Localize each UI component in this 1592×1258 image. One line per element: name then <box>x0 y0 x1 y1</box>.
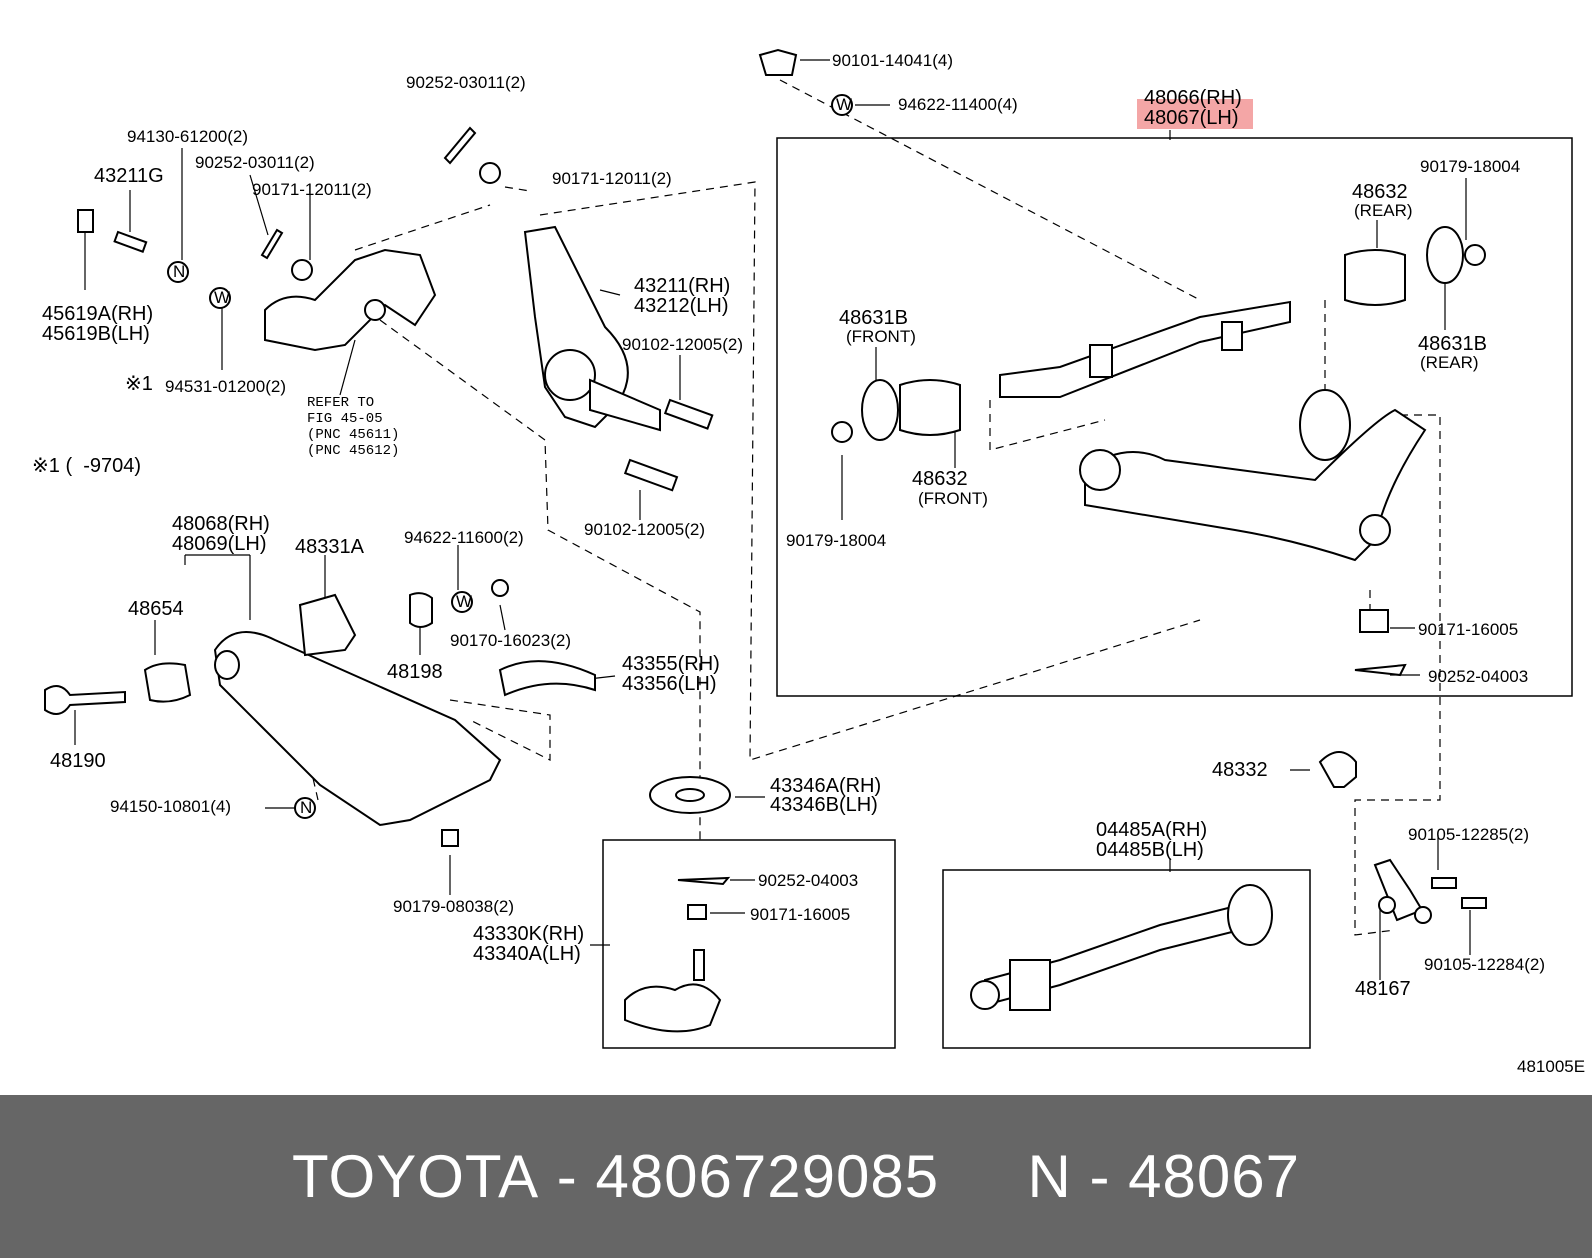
footer-dash: - <box>556 1143 578 1210</box>
refer-note-2: FIG 45-05 <box>307 411 383 427</box>
label-90179-bottom: 90179-18004 <box>786 531 886 550</box>
label-48631b-front: 48631B <box>839 307 908 329</box>
label-43340a: 43340A(LH) <box>473 943 581 965</box>
label-48068: 48068(RH) <box>172 513 270 535</box>
label-90171-12011-top: 90171-12011(2) <box>552 169 672 188</box>
label-48167: 48167 <box>1355 978 1411 1000</box>
label-48190: 48190 <box>50 750 106 772</box>
label-90179-top: 90179-18004 <box>1420 157 1520 176</box>
label-48198: 48198 <box>387 661 443 683</box>
label-90102-a: 90102-12005(2) <box>622 335 743 354</box>
label-94531: 94531-01200(2) <box>165 377 286 396</box>
label-90105-285: 90105-12285(2) <box>1408 825 1529 844</box>
label-94622-114: 94622-11400(4) <box>898 95 1018 114</box>
refer-note-4: (PNC 45612) <box>307 443 399 459</box>
label-94130: 94130-61200(2) <box>127 127 248 146</box>
label-90252-04003-box: 90252-04003 <box>1428 667 1528 686</box>
label-94150: 94150-10801(4) <box>110 797 231 816</box>
footer-part-number: 4806729085 <box>595 1143 940 1210</box>
nut-mark-n-2: N <box>300 798 312 817</box>
label-43212: 43212(LH) <box>634 295 729 317</box>
label-48631b-rear: 48631B <box>1418 333 1487 355</box>
label-90102-b: 90102-12005(2) <box>584 520 705 539</box>
label-04485b: 04485B(LH) <box>1096 839 1204 861</box>
diagram-code: 481005E <box>1517 1057 1585 1076</box>
footer-brand: TOYOTA <box>291 1143 540 1210</box>
label-90252-03011: 90252-03011(2) <box>195 153 315 172</box>
label-48632-rear: 48632 <box>1352 181 1408 203</box>
footer-dash-2: - <box>1089 1143 1111 1210</box>
label-48066: 48066(RH) <box>1144 87 1242 109</box>
label-04485a: 04485A(RH) <box>1096 819 1207 841</box>
nut-mark-n-1: N <box>173 262 185 281</box>
footer-ref: 48067 <box>1128 1143 1301 1210</box>
washer-mark-w-2: W <box>456 592 472 611</box>
label-90171-16005-b: 90171-16005 <box>750 905 850 924</box>
label-90171-12011: 90171-12011(2) <box>252 180 372 199</box>
label-48631b-front-sub: (FRONT) <box>846 327 916 346</box>
label-43346a: 43346A(RH) <box>770 775 881 797</box>
refer-note-3: (PNC 45611) <box>307 427 399 443</box>
label-43356: 43356(LH) <box>622 673 717 695</box>
parts-diagram: 90252-03011(2) 94130-61200(2) 90252-0301… <box>32 48 1585 1076</box>
label-90179-080: 90179-08038(2) <box>393 897 514 916</box>
label-48654: 48654 <box>128 598 184 620</box>
label-90170: 90170-16023(2) <box>450 631 571 650</box>
label-94531-mark: ※1 <box>125 373 153 395</box>
label-48067: 48067(LH) <box>1144 107 1239 129</box>
label-90101: 90101-14041(4) <box>832 51 953 70</box>
label-48632-front: 48632 <box>912 468 968 490</box>
washer-mark-w-1: W <box>214 288 230 307</box>
ball-joint-frame <box>602 839 896 1049</box>
footnote: ※1 ( -9704) <box>32 455 141 477</box>
label-90105-284: 90105-12284(2) <box>1424 955 1545 974</box>
highlighted-part-box <box>1137 99 1253 129</box>
label-43330k: 43330K(RH) <box>473 923 584 945</box>
label-90252-04003-b: 90252-04003 <box>758 871 858 890</box>
refer-note-1: REFER TO <box>307 395 374 411</box>
label-43211g: 43211G <box>94 165 164 187</box>
label-45619b: 45619B(LH) <box>42 323 150 345</box>
washer-mark-w-top: W <box>836 95 852 114</box>
label-48632-front-sub: (FRONT) <box>918 489 988 508</box>
label-48069: 48069(LH) <box>172 533 267 555</box>
label-48631b-rear-sub: (REAR) <box>1420 353 1479 372</box>
label-90252-03011-top: 90252-03011(2) <box>406 73 526 92</box>
label-48632-rear-sub: (REAR) <box>1354 201 1413 220</box>
label-43346b: 43346B(LH) <box>770 794 878 816</box>
label-90171-16005-box: 90171-16005 <box>1418 620 1518 639</box>
upper-arm-assembly-frame <box>776 137 1573 697</box>
part-footer-bar: TOYOTA - 4806729085 N - 48067 <box>0 1095 1592 1258</box>
label-43211: 43211(RH) <box>634 275 730 297</box>
footer-label-prefix: N <box>1027 1143 1072 1210</box>
label-48331a: 48331A <box>295 536 365 558</box>
label-43355: 43355(RH) <box>622 653 720 675</box>
label-48332: 48332 <box>1212 759 1268 781</box>
label-45619a: 45619A(RH) <box>42 303 153 325</box>
upper-arm-kit-frame <box>942 869 1311 1049</box>
label-94622-116: 94622-11600(2) <box>404 528 524 547</box>
